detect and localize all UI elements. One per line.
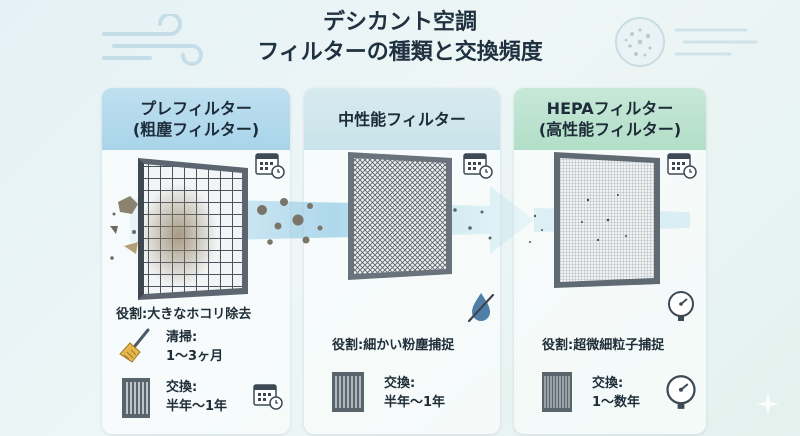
calendar-clock-icon [463,153,493,179]
pre-filter-image [138,158,248,300]
replace-label: 交換: [592,376,624,391]
page-title: デシカント空調 フィルターの種類と交換頻度 [0,8,800,68]
pre-filter-clean: 清掃: 1〜3ヶ月 [166,328,223,366]
medium-filter-header: 中性能フィルター [304,88,500,150]
clean-value: 1〜3ヶ月 [166,349,224,364]
medium-filter-image [348,152,452,280]
medium-filter-card: 中性能フィルター [304,88,500,434]
pre-filter-subname: (粗塵フィルター) [132,120,260,139]
replace-label: 交換: [384,376,416,391]
broom-icon [119,328,150,363]
dust-particles [257,198,543,245]
hepa-filter-image [554,152,660,288]
hepa-filter-replace: 交換: 1〜数年 [592,374,640,412]
calendar-clock-icon [253,384,283,410]
pre-filter-name: プレフィルター [140,99,252,118]
title-line-2: フィルターの種類と交換頻度 [257,40,543,65]
wind-icon [102,14,203,66]
medium-filter-name: 中性能フィルター [338,109,466,129]
replace-value: 半年〜1年 [384,395,446,410]
replace-value: 1〜数年 [592,395,641,410]
mini-filter-icon [122,378,150,418]
pre-filter-card: プレフィルター (粗塵フィルター) [102,88,290,434]
sparkle-icon [757,393,779,415]
mini-filter-icon [332,372,364,412]
medium-filter-replace: 交換: 半年〜1年 [384,374,445,412]
pre-filter-role: 役割:大きなホコリ除去 [116,307,252,322]
hepa-filter-subname: (高性能フィルター) [538,120,682,139]
pre-filter-header: プレフィルター (粗塵フィルター) [102,88,290,150]
calendar-clock-icon [255,153,285,179]
replace-label: 交換: [166,380,198,395]
pre-filter-replace: 交換: 半年〜1年 [166,378,227,416]
mini-filter-icon [542,372,572,412]
hepa-filter-header: HEPAフィルター (高性能フィルター) [514,88,706,150]
hepa-filter-name: HEPAフィルター [546,99,674,118]
pressure-gauge-icon [666,375,696,409]
particle-bubble-icon [615,17,758,67]
clean-label: 清掃: [166,330,198,345]
title-line-1: デシカント空調 [322,10,477,35]
pressure-gauge-icon [668,291,694,321]
calendar-clock-icon [667,153,697,179]
medium-filter-role: 役割:細かい粉塵捕捉 [332,338,455,353]
no-water-icon [467,293,495,323]
replace-value: 半年〜1年 [166,399,228,414]
hepa-filter-role: 役割:超微細粒子捕捉 [542,338,665,353]
